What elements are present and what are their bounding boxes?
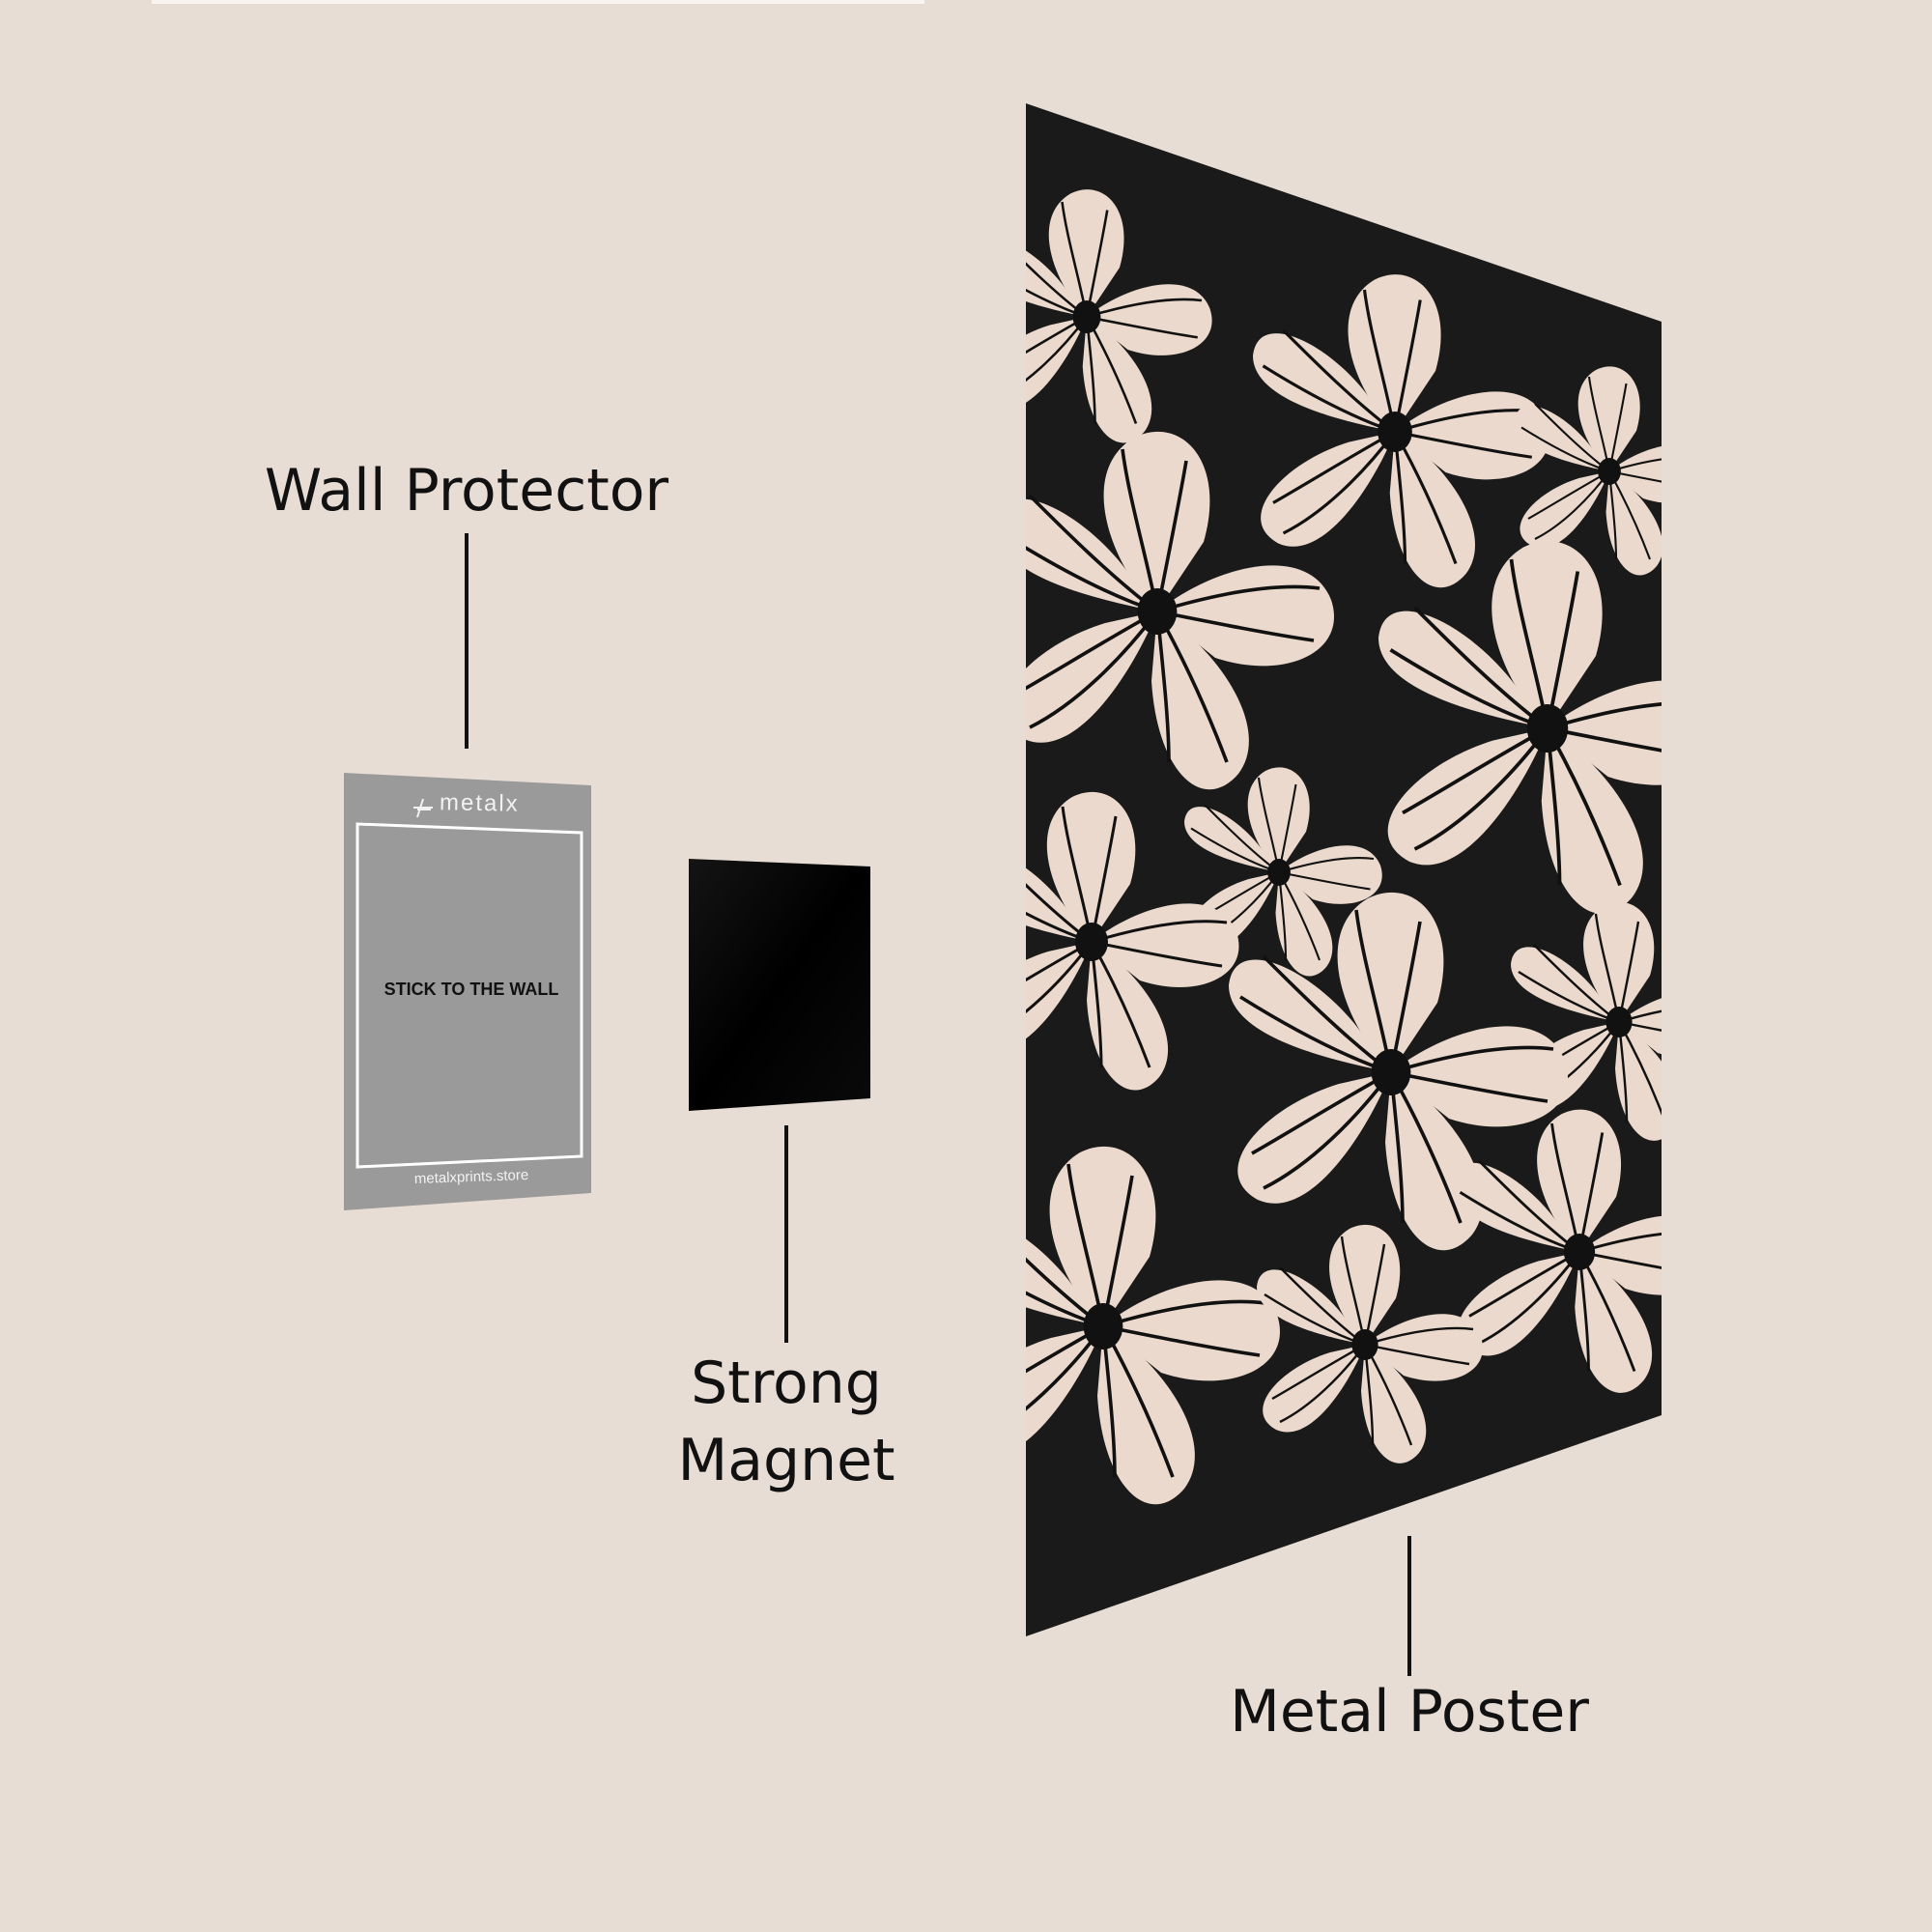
magnet-label: Strong Magnet: [593, 1345, 980, 1499]
magnet-leader-line: [784, 1125, 788, 1343]
strong-magnet: [689, 859, 870, 1111]
wall-protector: [344, 773, 591, 1210]
magnet-label-line1: Strong: [691, 1350, 882, 1417]
wall-protector-leader-line: [465, 533, 469, 749]
wall-protector-label: Wall Protector: [264, 457, 669, 525]
protector-logo-text: metalx: [439, 789, 520, 817]
poster-leader-line: [1407, 1536, 1411, 1676]
metalx-logo-icon: [413, 798, 433, 818]
protector-center-text: STICK TO THE WALL: [384, 980, 559, 999]
top-edge-strip: [152, 0, 924, 4]
magnet-label-line2: Magnet: [677, 1427, 895, 1494]
metal-poster-label: Metal Poster: [1230, 1678, 1589, 1746]
metal-poster: [1026, 103, 1662, 1636]
